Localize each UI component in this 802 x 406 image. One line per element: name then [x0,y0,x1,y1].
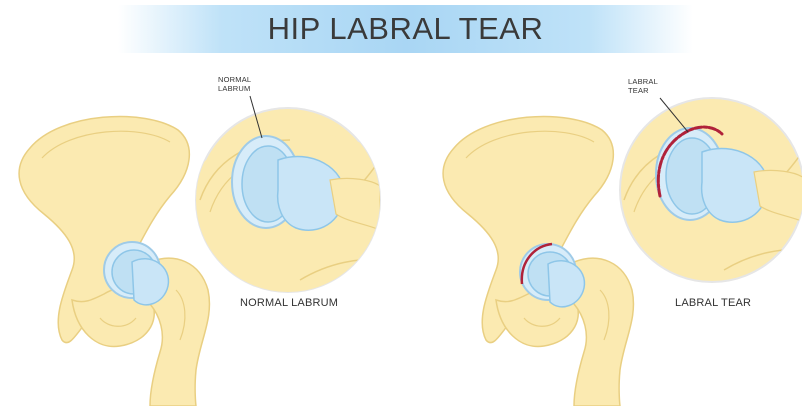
callout-line-1: LABRAL [628,77,658,86]
callout-line-1: NORMAL [218,75,251,84]
callout-line-2: LABRUM [218,84,251,93]
normal-labrum-callout: NORMAL LABRUM [218,75,251,93]
labral-tear-caption: LABRAL TEAR [675,297,751,309]
labral-tear-callout: LABRAL TEAR [628,77,658,95]
left-zoom-circle [196,108,380,300]
normal-labrum-caption: NORMAL LABRUM [240,297,338,309]
right-zoom-circle [620,98,802,282]
callout-line-2: TEAR [628,86,658,95]
